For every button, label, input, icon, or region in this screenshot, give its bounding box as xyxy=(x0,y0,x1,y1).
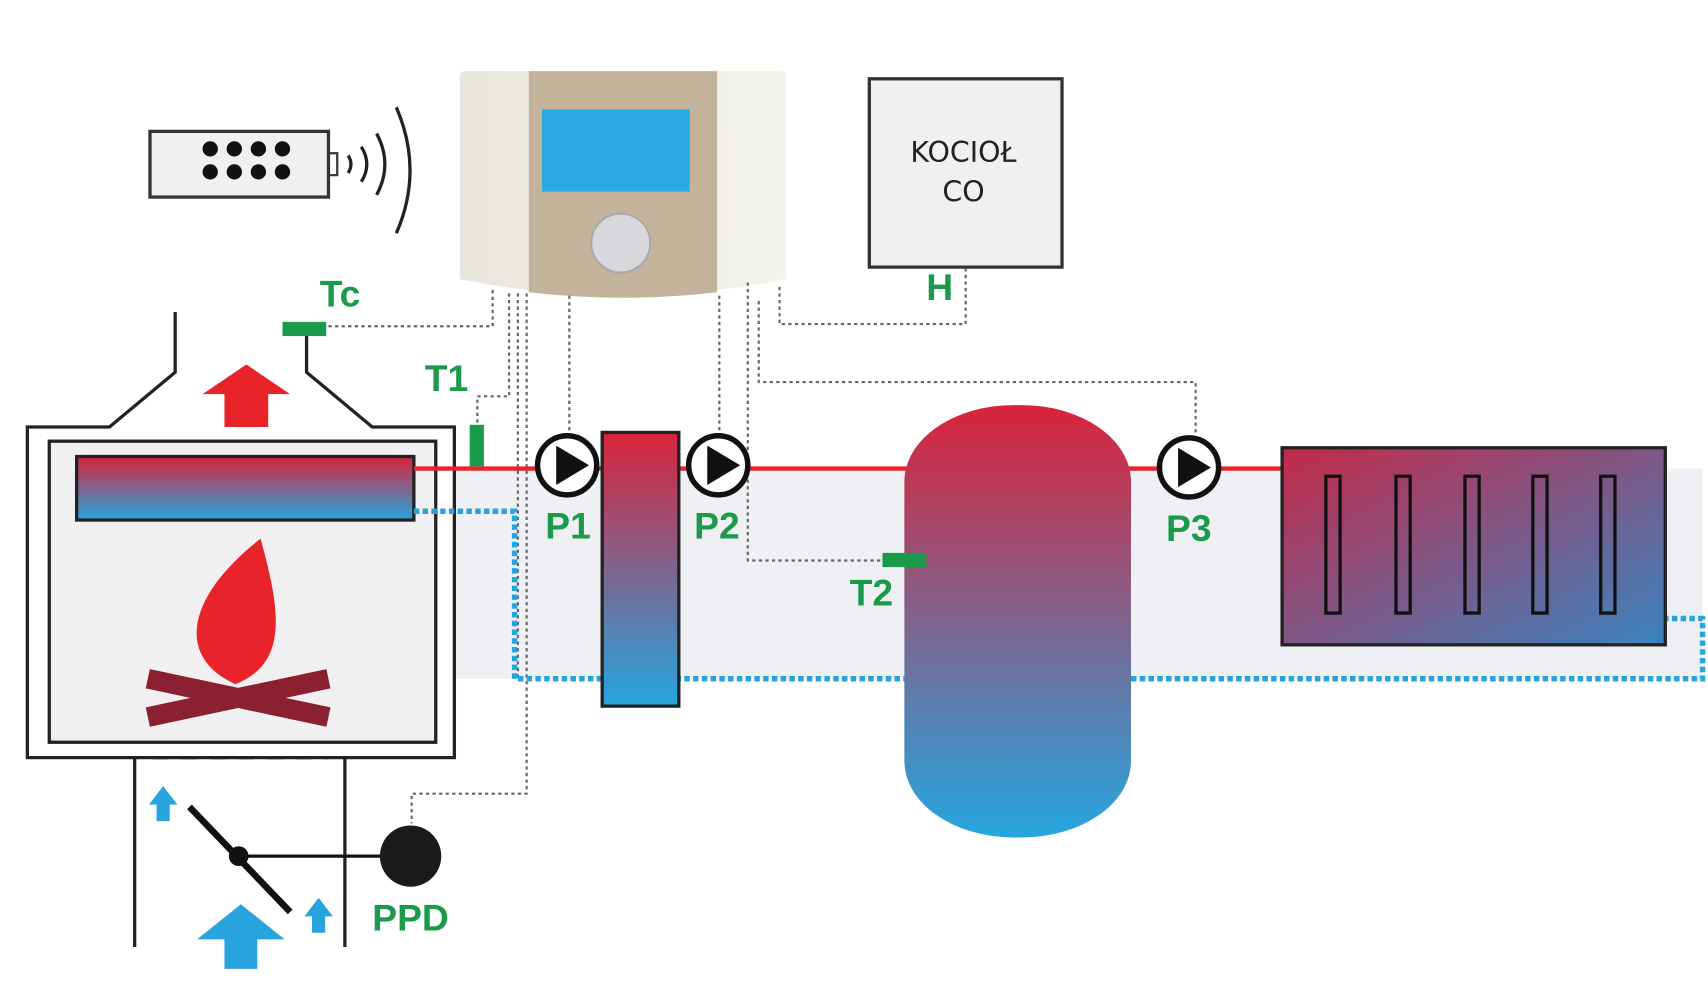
remote-control xyxy=(148,106,412,234)
air-inlet-arrow-icon xyxy=(197,904,285,969)
controller-knob xyxy=(590,212,652,274)
logs-icon xyxy=(145,669,331,727)
label-t1: T1 xyxy=(425,357,468,399)
heat-exchanger xyxy=(74,454,416,522)
pump-p3-icon xyxy=(1156,435,1222,500)
controller-unit xyxy=(459,71,787,298)
label-ppd: PPD xyxy=(372,897,449,939)
label-p1: P1 xyxy=(545,505,591,547)
controller-screen xyxy=(541,109,690,192)
pump-p2-icon xyxy=(685,432,751,498)
pump-p1-icon xyxy=(534,432,600,498)
wireless-signal-icon xyxy=(346,106,412,234)
flame-icon xyxy=(196,538,276,685)
sensor-t2 xyxy=(882,552,927,568)
boiler-co-label-line2: CO xyxy=(942,175,984,208)
radiator xyxy=(1280,446,1667,647)
label-tc: Tc xyxy=(320,273,361,315)
boiler-co-box: KOCIOŁ CO xyxy=(867,77,1064,269)
label-h: H xyxy=(926,266,953,308)
label-p2: P2 xyxy=(694,505,740,547)
sensor-tc xyxy=(282,321,327,337)
control-wires xyxy=(326,267,1197,824)
solid-fuel-boiler xyxy=(25,312,457,969)
ppd-actuator xyxy=(379,825,442,887)
boiler-co-label-line1: KOCIOŁ xyxy=(910,136,1016,169)
buffer-tank xyxy=(904,405,1132,838)
air-arrow-icon xyxy=(304,897,333,933)
sensor-t1 xyxy=(469,424,484,467)
label-t2: T2 xyxy=(850,571,893,613)
plate-heat-exchanger xyxy=(600,430,681,708)
label-p3: P3 xyxy=(1166,507,1212,549)
flue-arrow-icon xyxy=(202,364,291,427)
air-arrow-icon xyxy=(148,786,178,822)
